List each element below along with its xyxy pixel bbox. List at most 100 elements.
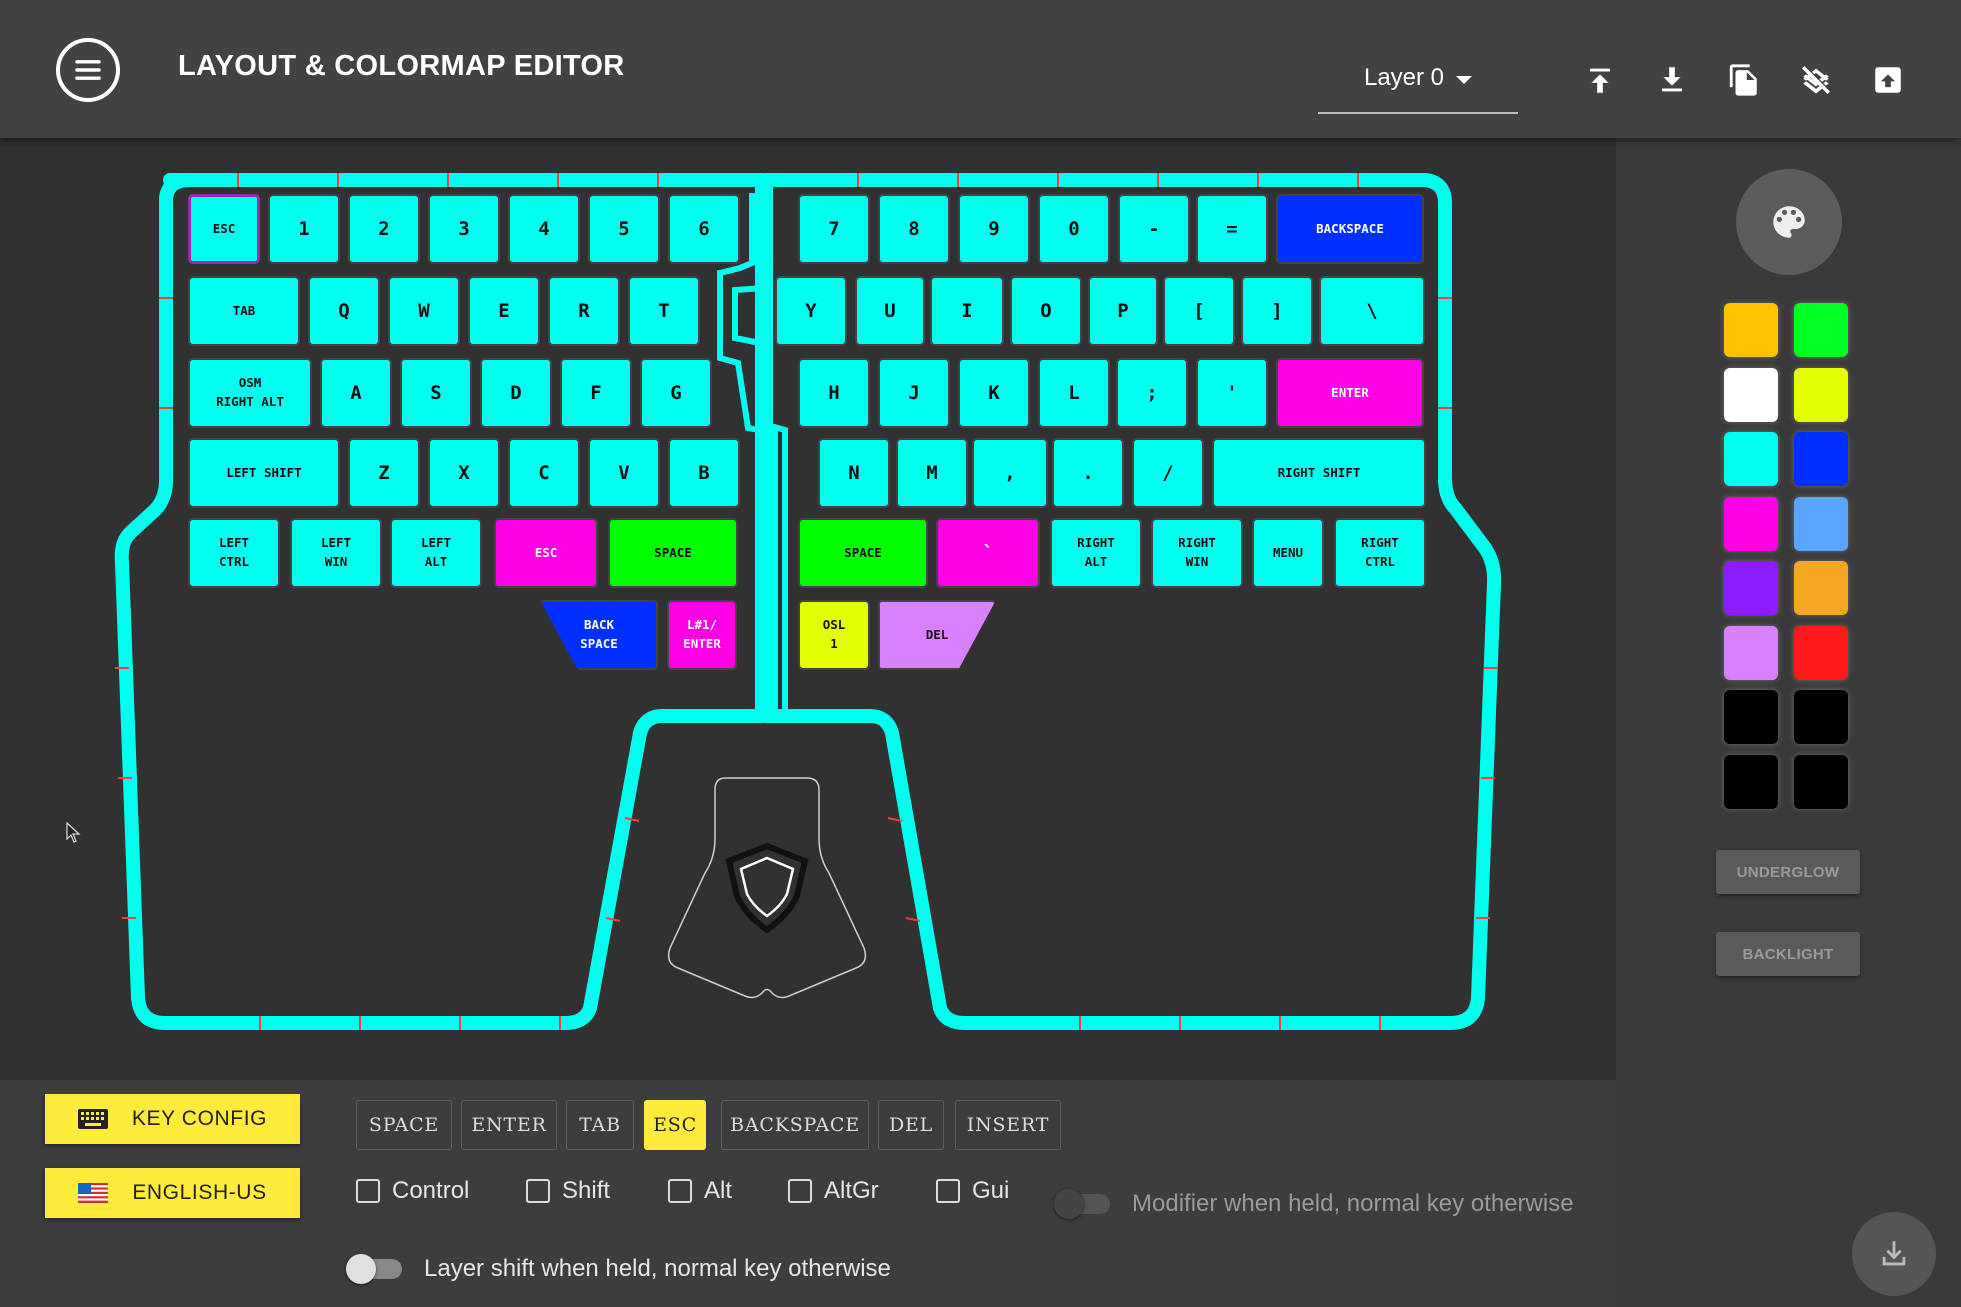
color-swatch[interactable] <box>1724 754 1778 809</box>
key-left-row2-1[interactable]: Q <box>308 276 380 346</box>
key-right-row1-4[interactable]: - <box>1118 194 1190 264</box>
layer-shift-toggle[interactable]: Layer shift when held, normal key otherw… <box>346 1254 891 1284</box>
key-left-row4-2[interactable]: X <box>428 438 500 508</box>
key-chip-del[interactable]: DEL <box>878 1100 944 1150</box>
layer-select[interactable]: Layer 0 <box>1318 58 1518 114</box>
checkbox-box[interactable] <box>526 1179 550 1203</box>
key-right-row2-3[interactable]: O <box>1010 276 1082 346</box>
key-chip-backspace[interactable]: BACKSPACE <box>721 1100 869 1150</box>
key-right-row1-5[interactable]: = <box>1196 194 1268 264</box>
key-right-row3-3[interactable]: L <box>1038 358 1110 428</box>
key-left-row5-2[interactable]: LEFT ALT <box>390 518 482 588</box>
modifier-gui-checkbox[interactable]: Gui <box>936 1177 1009 1205</box>
modifier-shift-checkbox[interactable]: Shift <box>526 1177 610 1205</box>
key-right-row2-7[interactable]: \ <box>1319 276 1425 346</box>
key-chip-esc[interactable]: ESC <box>644 1100 706 1150</box>
key-chip-enter[interactable]: ENTER <box>461 1100 557 1150</box>
language-button[interactable]: ENGLISH-US <box>45 1168 300 1218</box>
copy-icon[interactable] <box>1724 60 1764 100</box>
key-right-row1-0[interactable]: 7 <box>798 194 870 264</box>
upload-icon[interactable] <box>1580 60 1620 100</box>
key-right-row3-2[interactable]: K <box>958 358 1030 428</box>
color-swatch[interactable] <box>1794 754 1848 809</box>
key-right-row4-0[interactable]: N <box>818 438 890 508</box>
key-left-row4-4[interactable]: V <box>588 438 660 508</box>
key-left-row2-2[interactable]: W <box>388 276 460 346</box>
checkbox-box[interactable] <box>936 1179 960 1203</box>
key-left-row3-3[interactable]: D <box>480 358 552 428</box>
key-left-row4-5[interactable]: B <box>668 438 740 508</box>
key-right-row3-1[interactable]: J <box>878 358 950 428</box>
key-left-row4-3[interactable]: C <box>508 438 580 508</box>
color-swatch[interactable] <box>1724 690 1778 744</box>
key-right-row5-3[interactable]: RIGHT WIN <box>1151 518 1243 588</box>
key-right-row3-4[interactable]: ; <box>1116 358 1188 428</box>
checkbox-box[interactable] <box>788 1179 812 1203</box>
key-right-row2-6[interactable]: ] <box>1241 276 1313 346</box>
key-right-row1-1[interactable]: 8 <box>878 194 950 264</box>
key-left-row3-4[interactable]: F <box>560 358 632 428</box>
modifier-control-checkbox[interactable]: Control <box>356 1177 469 1205</box>
key-right-row5-0[interactable]: SPACE <box>798 518 928 588</box>
key-config-button[interactable]: KEY CONFIG <box>45 1094 300 1144</box>
key-left-row1-0[interactable]: ESC <box>188 194 260 264</box>
key-left-row5-0[interactable]: LEFT CTRL <box>188 518 280 588</box>
key-right-row4-5[interactable]: RIGHT SHIFT <box>1212 438 1426 508</box>
key-chip-tab[interactable]: TAB <box>566 1100 634 1150</box>
backlight-button[interactable]: BACKLIGHT <box>1716 932 1860 976</box>
modifier-altgr-checkbox[interactable]: AltGr <box>788 1177 879 1205</box>
key-left-row1-1[interactable]: 1 <box>268 194 340 264</box>
key-left-thumb-1[interactable]: L#1/ ENTER <box>667 600 737 670</box>
key-right-row1-2[interactable]: 9 <box>958 194 1030 264</box>
checkbox-box[interactable] <box>356 1179 380 1203</box>
save-to-device-icon[interactable] <box>1868 60 1908 100</box>
key-chip-insert[interactable]: INSERT <box>955 1100 1061 1150</box>
key-left-row3-5[interactable]: G <box>640 358 712 428</box>
key-right-row2-1[interactable]: U <box>855 276 925 346</box>
menu-icon[interactable] <box>56 38 120 102</box>
key-left-row2-3[interactable]: E <box>468 276 540 346</box>
key-right-row1-3[interactable]: 0 <box>1038 194 1110 264</box>
key-left-row2-0[interactable]: TAB <box>188 276 300 346</box>
modifier-hold-toggle[interactable]: Modifier when held, normal key otherwise <box>1054 1189 1574 1219</box>
color-swatch[interactable] <box>1724 625 1778 680</box>
key-right-row5-5[interactable]: RIGHT CTRL <box>1334 518 1426 588</box>
key-left-row5-3[interactable]: ESC <box>494 518 598 588</box>
key-right-row4-1[interactable]: M <box>896 438 968 508</box>
key-right-row4-4[interactable]: / <box>1132 438 1204 508</box>
checkbox-box[interactable] <box>668 1179 692 1203</box>
color-swatch[interactable] <box>1724 367 1778 422</box>
key-right-row5-2[interactable]: RIGHT ALT <box>1050 518 1142 588</box>
key-right-row4-3[interactable]: . <box>1052 438 1124 508</box>
clear-layer-icon[interactable] <box>1796 60 1836 100</box>
key-right-row5-4[interactable]: MENU <box>1252 518 1324 588</box>
key-right-row3-6[interactable]: ENTER <box>1276 358 1424 428</box>
key-left-row4-1[interactable]: Z <box>348 438 420 508</box>
color-swatch[interactable] <box>1724 496 1778 551</box>
color-swatch[interactable] <box>1794 432 1848 486</box>
key-left-row1-6[interactable]: 6 <box>668 194 740 264</box>
key-left-row5-1[interactable]: LEFT WIN <box>290 518 382 588</box>
color-swatch[interactable] <box>1724 561 1778 615</box>
color-swatch[interactable] <box>1794 561 1848 615</box>
key-right-row3-0[interactable]: H <box>798 358 870 428</box>
key-right-row2-4[interactable]: P <box>1088 276 1158 346</box>
color-swatch[interactable] <box>1794 303 1848 357</box>
key-left-row5-4[interactable]: SPACE <box>608 518 738 588</box>
color-swatch[interactable] <box>1794 690 1848 744</box>
palette-icon[interactable] <box>1736 169 1842 275</box>
key-right-row4-2[interactable]: , <box>972 438 1048 508</box>
key-left-row1-5[interactable]: 5 <box>588 194 660 264</box>
key-left-row1-2[interactable]: 2 <box>348 194 420 264</box>
underglow-button[interactable]: UNDERGLOW <box>1716 850 1860 894</box>
key-left-row1-3[interactable]: 3 <box>428 194 500 264</box>
color-swatch[interactable] <box>1724 303 1778 357</box>
modifier-alt-checkbox[interactable]: Alt <box>668 1177 732 1205</box>
color-swatch[interactable] <box>1724 432 1778 486</box>
key-left-row3-0[interactable]: OSM RIGHT ALT <box>188 358 312 428</box>
key-right-row3-5[interactable]: ' <box>1196 358 1268 428</box>
key-left-row2-5[interactable]: T <box>628 276 700 346</box>
key-right-thumb-0[interactable]: OSL 1 <box>798 600 870 670</box>
key-right-row1-6[interactable]: BACKSPACE <box>1276 194 1424 264</box>
key-right-row2-2[interactable]: I <box>930 276 1004 346</box>
